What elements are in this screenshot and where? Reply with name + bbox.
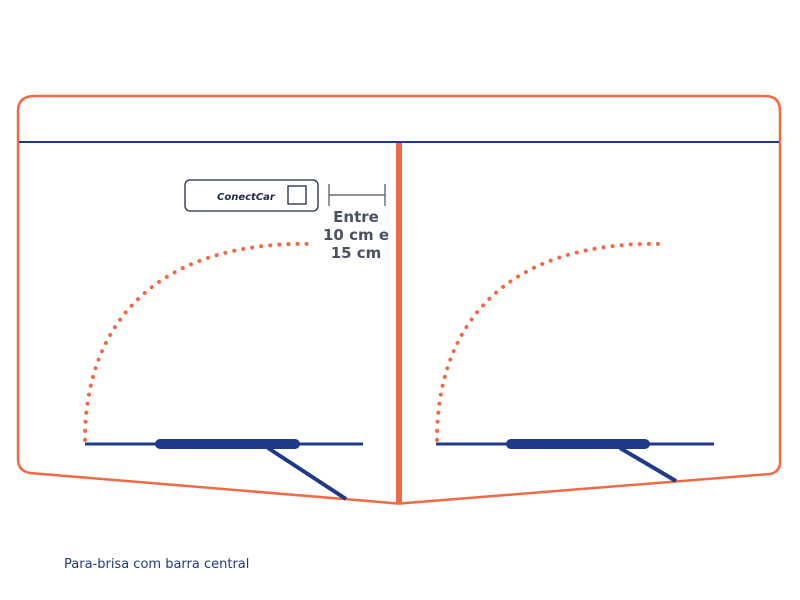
diagram-caption: Para-brisa com barra central: [64, 557, 250, 572]
left-wiper-sweep-arc: [83, 241, 317, 442]
right-wiper-sweep-arc: [435, 241, 667, 442]
windshield-outline: [16, 94, 782, 505]
conectcar-tag: ConectCar: [184, 179, 319, 212]
distance-label-line-3: 15 cm: [331, 244, 382, 262]
left-wiper: [85, 439, 363, 501]
distance-label-line-1: Entre: [333, 208, 379, 226]
distance-label-line-2: 10 cm e: [323, 226, 389, 244]
tag-chip: [287, 185, 307, 205]
tag-brand-text: ConectCar: [217, 192, 276, 203]
right-wiper: [436, 439, 714, 483]
distance-measure: [328, 184, 386, 206]
